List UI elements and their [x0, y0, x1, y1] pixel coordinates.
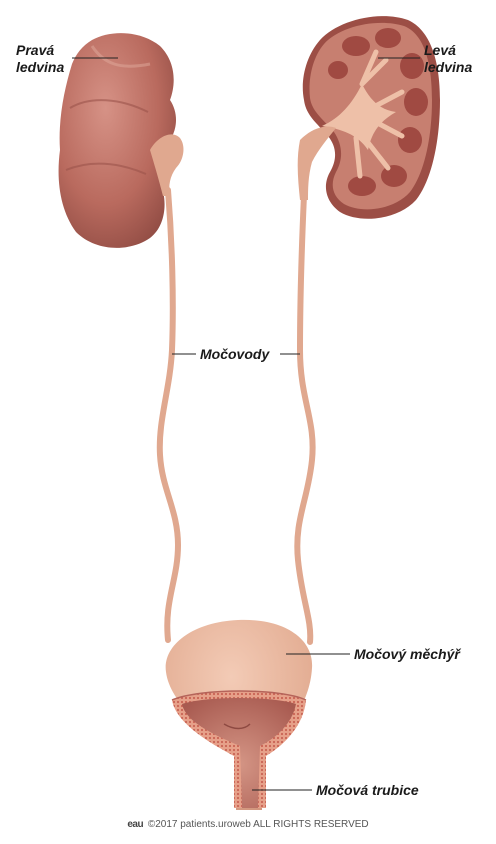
label-right-kidney-line2: ledvina: [16, 59, 64, 76]
right-kidney: [59, 33, 184, 248]
right-ureter: [160, 190, 178, 640]
left-kidney: [298, 16, 440, 219]
bladder: [166, 620, 312, 810]
eau-logo: eau: [127, 819, 143, 830]
label-bladder: Močový měchýř: [354, 646, 460, 663]
left-ureter: [297, 195, 312, 642]
label-left-kidney: Levá ledvina: [424, 42, 472, 76]
label-right-kidney: Pravá ledvina: [16, 42, 64, 76]
copyright-text: ©2017 patients.uroweb ALL RIGHTS RESERVE…: [148, 819, 369, 830]
label-ureters: Močovody: [200, 346, 269, 363]
label-left-kidney-line2: ledvina: [424, 59, 472, 76]
copyright-footer: eau ©2017 patients.uroweb ALL RIGHTS RES…: [0, 819, 496, 830]
label-left-kidney-line1: Levá: [424, 42, 472, 59]
label-urethra: Močová trubice: [316, 782, 419, 799]
label-right-kidney-line1: Pravá: [16, 42, 64, 59]
